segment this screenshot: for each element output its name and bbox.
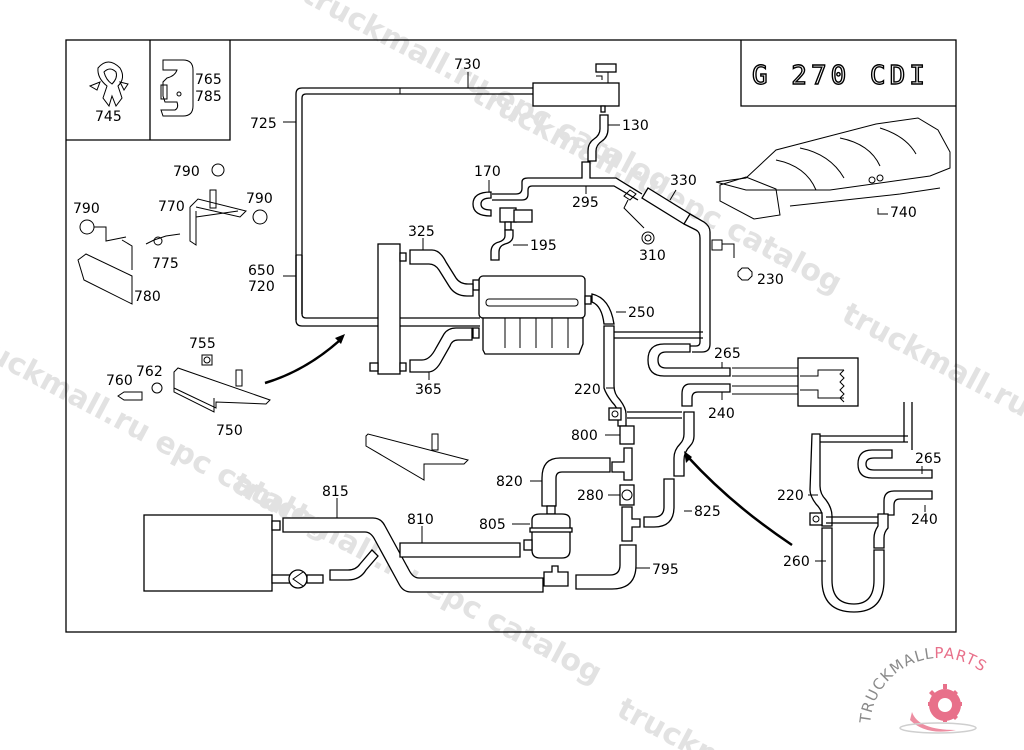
hose-170 (472, 191, 492, 217)
clip-745-icon (88, 61, 129, 108)
clip (608, 407, 622, 421)
callout-220: 220 (574, 382, 601, 398)
callout-795: 795 (652, 562, 679, 578)
callout-240-detail: 240 (911, 512, 938, 528)
heater-unit (143, 514, 324, 592)
callout-760: 760 (106, 373, 133, 389)
logo-text-parts: PARTS (934, 644, 990, 676)
hose-265 (647, 343, 731, 377)
callout-762: 762 (136, 364, 163, 380)
clip-765-785-icon (160, 59, 194, 117)
pipe-295 (492, 161, 643, 201)
hose-825 (643, 478, 675, 528)
callout-730: 730 (454, 57, 481, 73)
callout-765: 765 (195, 72, 222, 88)
hose-250 (591, 293, 615, 325)
expansion-tank (532, 63, 620, 113)
callout-230: 230 (757, 272, 784, 288)
callout-310: 310 (639, 248, 666, 264)
callout-265-detail: 265 (915, 451, 942, 467)
callout-810: 810 (407, 512, 434, 528)
heater-core (732, 357, 859, 407)
callout-260: 260 (783, 554, 810, 570)
detail-inset (808, 402, 933, 613)
bracket-loose (365, 433, 469, 481)
callout-790-left: 790 (73, 201, 100, 217)
watermark: truckmall.ru epc catalog (836, 296, 1024, 521)
diagram-frame (65, 39, 957, 633)
gear-icon (899, 684, 977, 734)
hose-325 (409, 249, 474, 297)
callout-755: 755 (189, 336, 216, 352)
callout-790-right: 790 (246, 191, 273, 207)
callout-745: 745 (95, 109, 122, 125)
nut-310-icon (641, 231, 655, 245)
radiator (369, 243, 407, 375)
callout-790-top: 790 (173, 164, 200, 180)
engine-cover-740 (715, 117, 951, 220)
hose-820 (541, 457, 611, 507)
callout-220-detail: 220 (777, 488, 804, 504)
bracket-770 (77, 163, 268, 305)
tee-lower (621, 506, 641, 542)
filter-805 (523, 505, 573, 587)
truckmall-parts-logo: TRUCKMALLPARTS (856, 644, 991, 734)
callout-780: 780 (134, 289, 161, 305)
callout-330: 330 (670, 173, 697, 189)
model-badge: G 270 CDI (752, 61, 929, 91)
callout-130: 130 (622, 118, 649, 134)
arrow-to-detail (687, 456, 793, 547)
logo-text-truckmall: TRUCKMALL (856, 644, 935, 725)
callout-195: 195 (530, 238, 557, 254)
pipe-725-730 (295, 87, 535, 327)
callout-775: 775 (152, 256, 179, 272)
hose-130 (587, 114, 609, 162)
hose-240 (681, 383, 731, 407)
callout-240: 240 (708, 406, 735, 422)
callout-800: 800 (571, 428, 598, 444)
callout-280: 280 (577, 488, 604, 504)
valve-195 (490, 207, 533, 261)
sensor-330 (623, 187, 711, 353)
callout-365: 365 (415, 382, 442, 398)
callout-650: 650 (248, 263, 275, 279)
callout-825: 825 (694, 504, 721, 520)
watermark: truckmall.ru epc catalog (466, 76, 847, 301)
pipe-810 (399, 542, 521, 558)
callout-815: 815 (322, 484, 349, 500)
callout-265: 265 (714, 346, 741, 362)
fitting-800 (619, 425, 635, 445)
hose-365 (409, 327, 473, 373)
tee (611, 447, 633, 481)
callout-770: 770 (158, 199, 185, 215)
hose-795 (575, 544, 637, 590)
callout-250: 250 (628, 305, 655, 321)
pipe-815 (282, 517, 544, 593)
hose-return (329, 549, 379, 581)
callout-785: 785 (195, 89, 222, 105)
callout-750: 750 (216, 423, 243, 439)
inset-boxes: 745 765 785 (66, 40, 231, 141)
bracket-750 (117, 354, 271, 413)
arrow-to-radiator (264, 340, 340, 385)
callout-295: 295 (572, 195, 599, 211)
callout-820: 820 (496, 474, 523, 490)
callout-805: 805 (479, 517, 506, 533)
engine-block (472, 275, 592, 355)
callout-720: 720 (248, 279, 275, 295)
model-badge-box: G 270 CDI (740, 40, 956, 107)
callout-740: 740 (890, 205, 917, 221)
callout-725: 725 (250, 116, 277, 132)
svg-text:TRUCKMALLPARTS: TRUCKMALLPARTS (856, 644, 991, 725)
clip-230 (711, 239, 753, 281)
callout-170: 170 (474, 164, 501, 180)
callout-325: 325 (408, 224, 435, 240)
